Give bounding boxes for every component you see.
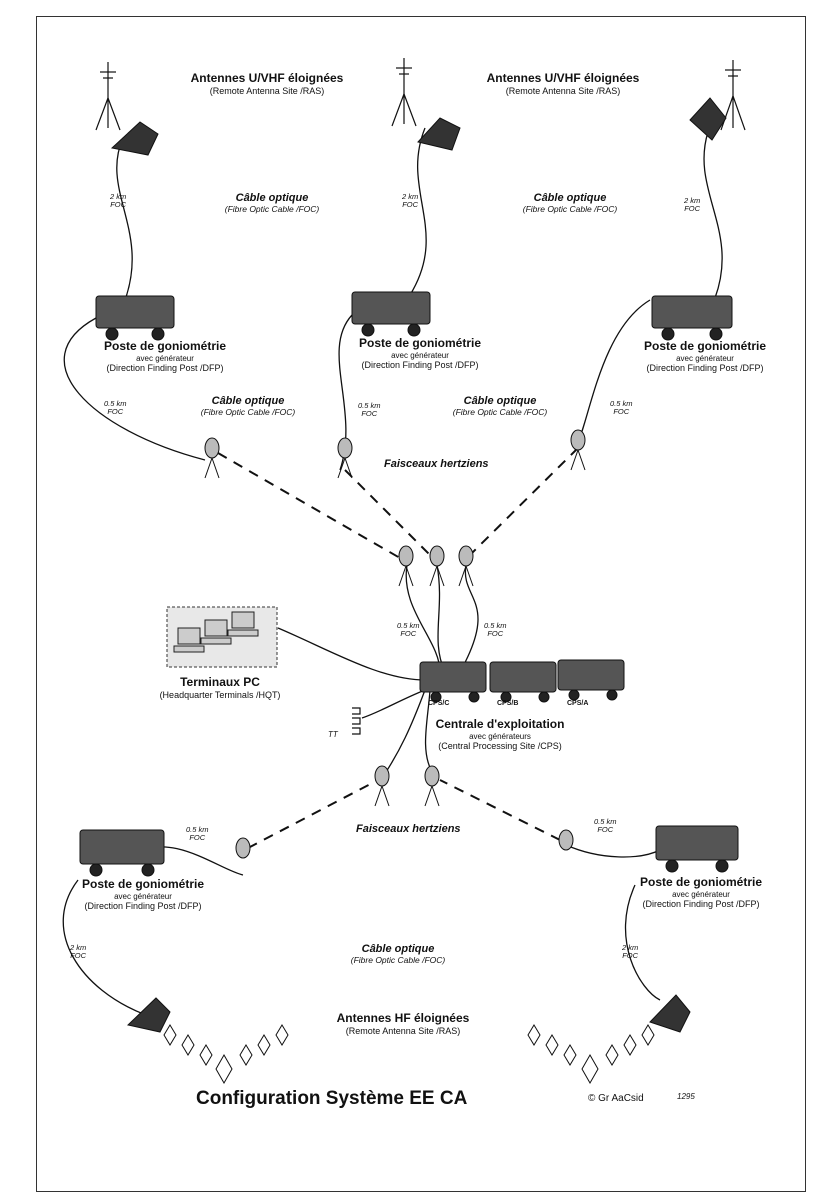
radio-link-bottom-right bbox=[439, 779, 561, 841]
diagram-frame bbox=[36, 16, 806, 1192]
dish-antenna-icon bbox=[429, 545, 445, 587]
truck-icon bbox=[489, 661, 557, 703]
truck-icon bbox=[557, 659, 625, 701]
phone-lines-icon bbox=[352, 707, 361, 735]
cable-label: Câble optique(Fibre Optic Cable /FOC) bbox=[452, 395, 548, 417]
foc-cable-top-left bbox=[116, 137, 133, 301]
tt-label: TT bbox=[328, 730, 338, 739]
hqt-label: Terminaux PC(Headquarter Terminals /HQT) bbox=[159, 675, 281, 700]
hqt-box bbox=[166, 606, 278, 668]
cable-label: Câble optique(Fibre Optic Cable /FOC) bbox=[350, 943, 446, 965]
ras-label-2: Antennes U/VHF éloignées (Remote Antenna… bbox=[468, 71, 658, 96]
dish-antenna-icon bbox=[337, 437, 353, 479]
mast-icon bbox=[720, 60, 746, 131]
foc-cable-cps-3 bbox=[459, 564, 479, 673]
hf-antenna-array-icon bbox=[163, 1024, 289, 1085]
doc-code: 1295 bbox=[677, 1092, 695, 1101]
ras-title: Antennes U/VHF éloignées bbox=[486, 71, 640, 85]
mast-icon bbox=[391, 58, 417, 127]
dish-antenna-icon bbox=[570, 429, 586, 471]
ras-title: Antennes U/VHF éloignées bbox=[190, 71, 344, 85]
ras-hf-label: Antennes HF éloignées(Remote Antenna Sit… bbox=[336, 1011, 470, 1036]
antenna-shelter-icon bbox=[110, 121, 159, 156]
antenna-shelter-icon bbox=[417, 117, 461, 151]
copyright: © Gr AaCsid bbox=[588, 1093, 644, 1104]
cps-a-label: CPS/A bbox=[567, 700, 589, 707]
antenna-shelter-icon bbox=[649, 994, 691, 1033]
dish-antenna-icon bbox=[374, 765, 390, 807]
antenna-shelter-icon bbox=[126, 997, 171, 1033]
hqt-cable bbox=[277, 627, 426, 681]
radio-links-label: Faisceaux hertziens bbox=[384, 458, 489, 470]
cps-cable-down-1 bbox=[385, 689, 426, 773]
cps-c-label: CPS/C bbox=[428, 700, 450, 707]
cps-b-label: CPS/B bbox=[497, 700, 519, 707]
dish-antenna-icon bbox=[458, 545, 474, 587]
antenna-shelter-icon bbox=[689, 97, 727, 141]
foc-cable-cps-1 bbox=[405, 564, 441, 673]
foc-cable-top-mid bbox=[409, 127, 427, 296]
truck-icon bbox=[651, 295, 733, 341]
foc-cable-dfp-right bbox=[574, 299, 651, 451]
dish-antenna-icon bbox=[204, 437, 220, 479]
radio-link-right bbox=[469, 447, 579, 556]
truck-icon bbox=[95, 295, 175, 341]
foc-cable-br-dish bbox=[565, 844, 661, 858]
cable-label: Câble optique (Fibre Optic Cable /FOC) bbox=[224, 192, 320, 214]
radio-link-left bbox=[217, 452, 401, 559]
truck-icon bbox=[419, 661, 487, 703]
dish-antenna-icon bbox=[558, 829, 574, 851]
mast-icon bbox=[95, 62, 121, 131]
ras-label-1: Antennes U/VHF éloignées (Remote Antenna… bbox=[172, 71, 362, 96]
foc-cable-br-hf bbox=[624, 884, 661, 1001]
truck-icon bbox=[655, 825, 739, 873]
hf-antenna-array-icon bbox=[527, 1024, 655, 1085]
radio-link-bottom-left bbox=[247, 779, 379, 849]
dish-antenna-icon bbox=[235, 837, 251, 859]
ras-subtitle: (Remote Antenna Site /RAS) bbox=[505, 85, 621, 96]
truck-icon bbox=[79, 829, 165, 877]
foc-cable-bl-hf bbox=[62, 879, 147, 1016]
radio-links-label: Faisceaux hertziens bbox=[356, 823, 461, 835]
radio-link-mid bbox=[344, 469, 431, 556]
truck-icon bbox=[351, 291, 431, 337]
cable-label: Câble optique (Fibre Optic Cable /FOC) bbox=[522, 192, 618, 214]
pc-terminal-icon bbox=[173, 627, 205, 653]
foc-cable-dfp-left bbox=[63, 317, 206, 461]
pc-terminal-icon bbox=[227, 611, 259, 637]
diagram-title: Configuration Système EE CA bbox=[196, 1088, 468, 1109]
cps-cable-tt-1 bbox=[361, 689, 426, 719]
cable-label: Câble optique(Fibre Optic Cable /FOC) bbox=[200, 395, 296, 417]
cps-cable-down-2 bbox=[424, 689, 433, 773]
dish-antenna-icon bbox=[424, 765, 440, 807]
foc-cable-cps-2 bbox=[436, 564, 446, 673]
dish-antenna-icon bbox=[398, 545, 414, 587]
ras-subtitle: (Remote Antenna Site /RAS) bbox=[209, 85, 325, 96]
foc-cable-top-right bbox=[703, 131, 723, 299]
pc-terminal-icon bbox=[200, 619, 232, 645]
